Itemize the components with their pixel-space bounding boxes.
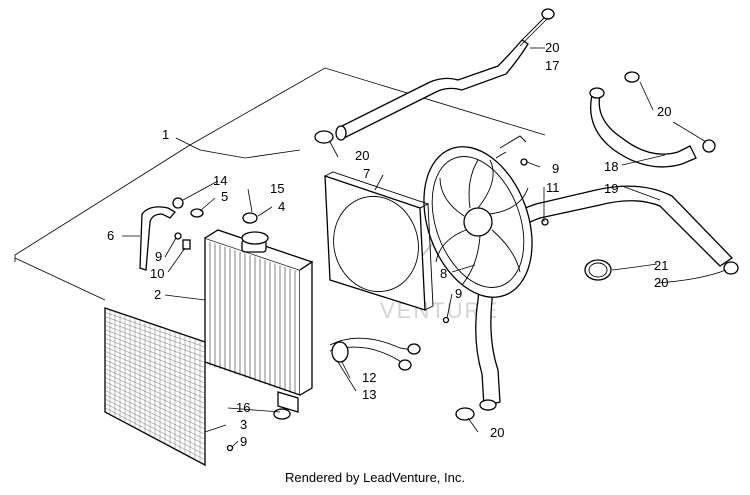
footer-credit: Rendered by LeadVenture, Inc. — [285, 470, 465, 485]
callout-5: 5 — [221, 189, 228, 204]
callouts: 1 2 3 4 5 6 7 8 9 9 9 9 10 11 12 13 14 1… — [107, 40, 671, 449]
fan-assembly — [423, 135, 533, 298]
callout-6: 6 — [107, 228, 114, 243]
callout-14: 14 — [213, 173, 227, 188]
callout-17: 17 — [545, 58, 559, 73]
callout-9c: 9 — [155, 249, 162, 264]
callout-9a: 9 — [552, 161, 559, 176]
screen-icon — [104, 307, 206, 467]
callout-19: 19 — [604, 181, 618, 196]
callout-8: 8 — [440, 266, 447, 281]
callout-2: 2 — [154, 287, 161, 302]
callout-13: 13 — [362, 387, 376, 402]
clamps-20 — [314, 130, 475, 421]
leader-lines — [122, 17, 727, 448]
callout-9b: 9 — [455, 286, 462, 301]
hose-19 — [475, 185, 739, 411]
callout-21: 21 — [654, 258, 668, 273]
callout-4: 4 — [278, 199, 285, 214]
callout-20b: 20 — [657, 104, 671, 119]
callout-15: 15 — [270, 181, 284, 196]
upper-hose — [335, 8, 555, 141]
shroud-icon — [324, 171, 434, 311]
callout-3: 3 — [240, 417, 247, 432]
callout-20e: 20 — [490, 425, 504, 440]
callout-18: 18 — [604, 159, 618, 174]
radiator-icon — [204, 229, 314, 413]
hose-18 — [589, 71, 716, 168]
fan-icon — [435, 159, 529, 286]
callout-16: 16 — [236, 400, 250, 415]
callout-20c: 20 — [355, 148, 369, 163]
callout-1: 1 — [162, 127, 169, 142]
callout-12: 12 — [362, 370, 376, 385]
callout-9d: 9 — [240, 434, 247, 449]
callout-20d: 20 — [654, 275, 668, 290]
assembly-bracket — [14, 67, 546, 301]
callout-7: 7 — [363, 166, 370, 181]
clamp-21 — [584, 259, 612, 281]
callout-11: 11 — [546, 180, 560, 195]
small-parts — [139, 158, 549, 452]
callout-10: 10 — [150, 266, 164, 281]
callout-20a: 20 — [545, 40, 559, 55]
